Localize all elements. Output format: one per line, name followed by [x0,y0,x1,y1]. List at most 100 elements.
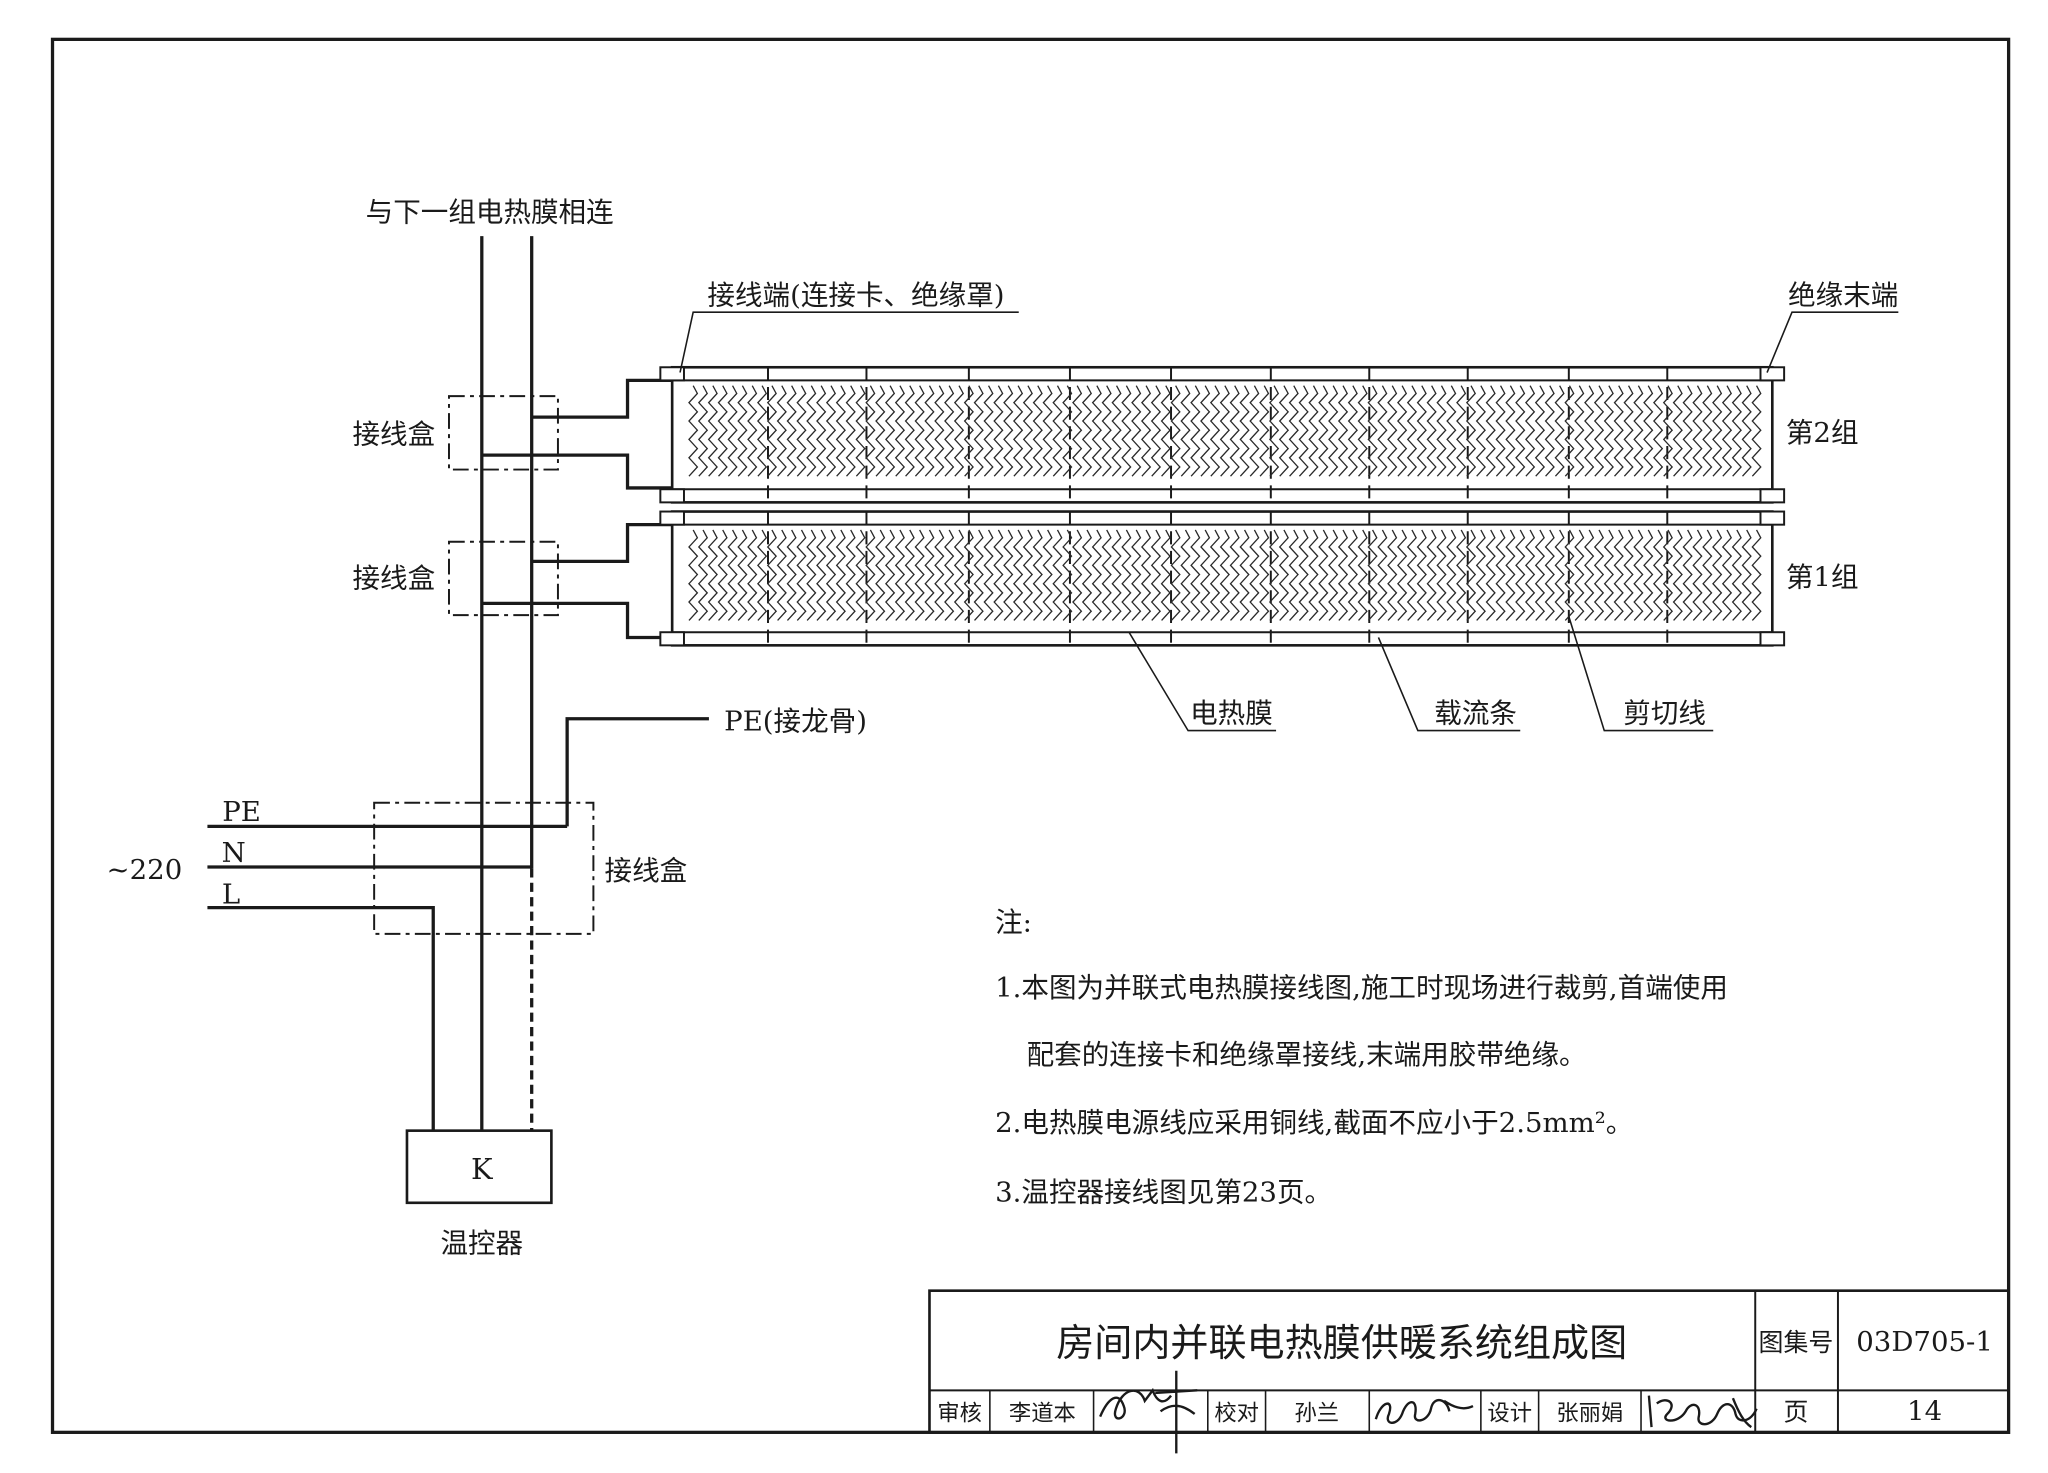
heating-element [1072,385,1083,477]
label-pe: PE [222,796,261,828]
signature-checker [1374,1399,1474,1425]
heating-element [825,529,837,621]
heating-element [944,385,955,477]
heating-element [1574,529,1585,621]
heating-element [855,529,866,621]
film-outline [670,365,1774,504]
heating-element [1288,529,1299,621]
heating-element [1081,529,1093,621]
heating-element [727,385,738,477]
heating-element [1515,385,1526,477]
label-voltage: ~220 [107,854,183,886]
heating-element [1456,385,1467,477]
heating-element [875,385,886,477]
heating-element [1751,529,1762,621]
terminal-clip [1759,510,1786,526]
heating-element [1613,385,1624,477]
check-name: 孙兰 [1294,1401,1339,1427]
heating-element [1091,529,1102,621]
atlas-label: 图集号 [1759,1328,1834,1357]
heating-element [1259,529,1270,621]
design-label: 设计 [1487,1401,1532,1427]
heating-element [1515,529,1526,621]
tap-group2-top [531,378,673,419]
leader-current-strip [1377,637,1521,732]
heating-element [1721,529,1733,621]
heating-element [1544,385,1555,477]
heating-element [1692,529,1703,621]
heating-element [1653,385,1664,477]
tap-group2-bottom [481,453,673,490]
heating-element [1603,529,1614,621]
junction-box-lower [448,540,559,617]
heating-element [1702,529,1713,621]
heating-element [1209,529,1221,621]
heating-element [1131,529,1142,621]
heating-element [757,385,768,477]
page-number: 14 [1907,1396,1942,1428]
heating-element [796,385,807,477]
heating-element [1170,529,1181,621]
heating-element [963,529,974,621]
heating-element [1052,529,1063,621]
heating-element [776,529,787,621]
heating-element [1022,385,1034,477]
heating-element [1357,529,1368,621]
heating-element [865,529,876,621]
heating-element [1101,385,1112,477]
heating-element [786,385,797,477]
thermostat-box [405,1129,553,1205]
heating-element [1672,529,1683,621]
heating-element [953,529,965,621]
heating-element [1397,385,1408,477]
heating-element [855,385,866,477]
terminal-clip [1759,488,1786,504]
heating-element [1200,385,1211,477]
incoming-l [207,906,435,1131]
heating-element [1495,385,1506,477]
label-cut-line: 剪切线 [1623,698,1706,730]
heating-element [806,529,817,621]
heating-element [1525,385,1536,477]
heating-element [747,385,758,477]
heating-element [1534,385,1546,477]
heating-element [1239,385,1250,477]
heating-element [816,529,827,621]
label-next-group: 与下一组电热膜相连 [366,197,614,229]
heating-element [1485,385,1496,477]
label-group1: 第1组 [1786,561,1859,593]
heating-element [1564,529,1575,621]
heating-element [1643,529,1654,621]
heating-element [1141,385,1152,477]
heating-element [1741,385,1752,477]
heating-element [1131,385,1142,477]
heating-element [1436,385,1447,477]
heating-element [1465,385,1477,477]
drawing-title: 房间内并联电热膜供暖系统组成图 [1056,1321,1627,1365]
heating-element [1259,385,1270,477]
terminal-clip [659,510,685,526]
heating-element [983,385,994,477]
notes-heading: 注: [995,906,1032,938]
heating-film-group-1 [659,510,1786,647]
heating-element [1337,385,1349,477]
heating-element [1022,529,1034,621]
heating-element [1367,529,1378,621]
heating-element [1219,385,1230,477]
heating-element [1613,529,1624,621]
heating-element [1072,529,1083,621]
heating-element [1180,529,1191,621]
heating-element [1525,529,1536,621]
heating-element [835,385,846,477]
heating-element [1298,385,1309,477]
heating-element [835,529,846,621]
note-1a: 1.本图为并联式电热膜接线图,施工时现场进行裁剪,首端使用 [995,972,1728,1004]
heating-element [766,385,778,477]
check-label: 校对 [1214,1401,1259,1427]
heating-element [1544,529,1555,621]
heating-element [875,529,886,621]
heating-element [1150,529,1162,621]
heating-element [1111,529,1122,621]
heating-element [1052,385,1063,477]
heating-element [934,385,945,477]
